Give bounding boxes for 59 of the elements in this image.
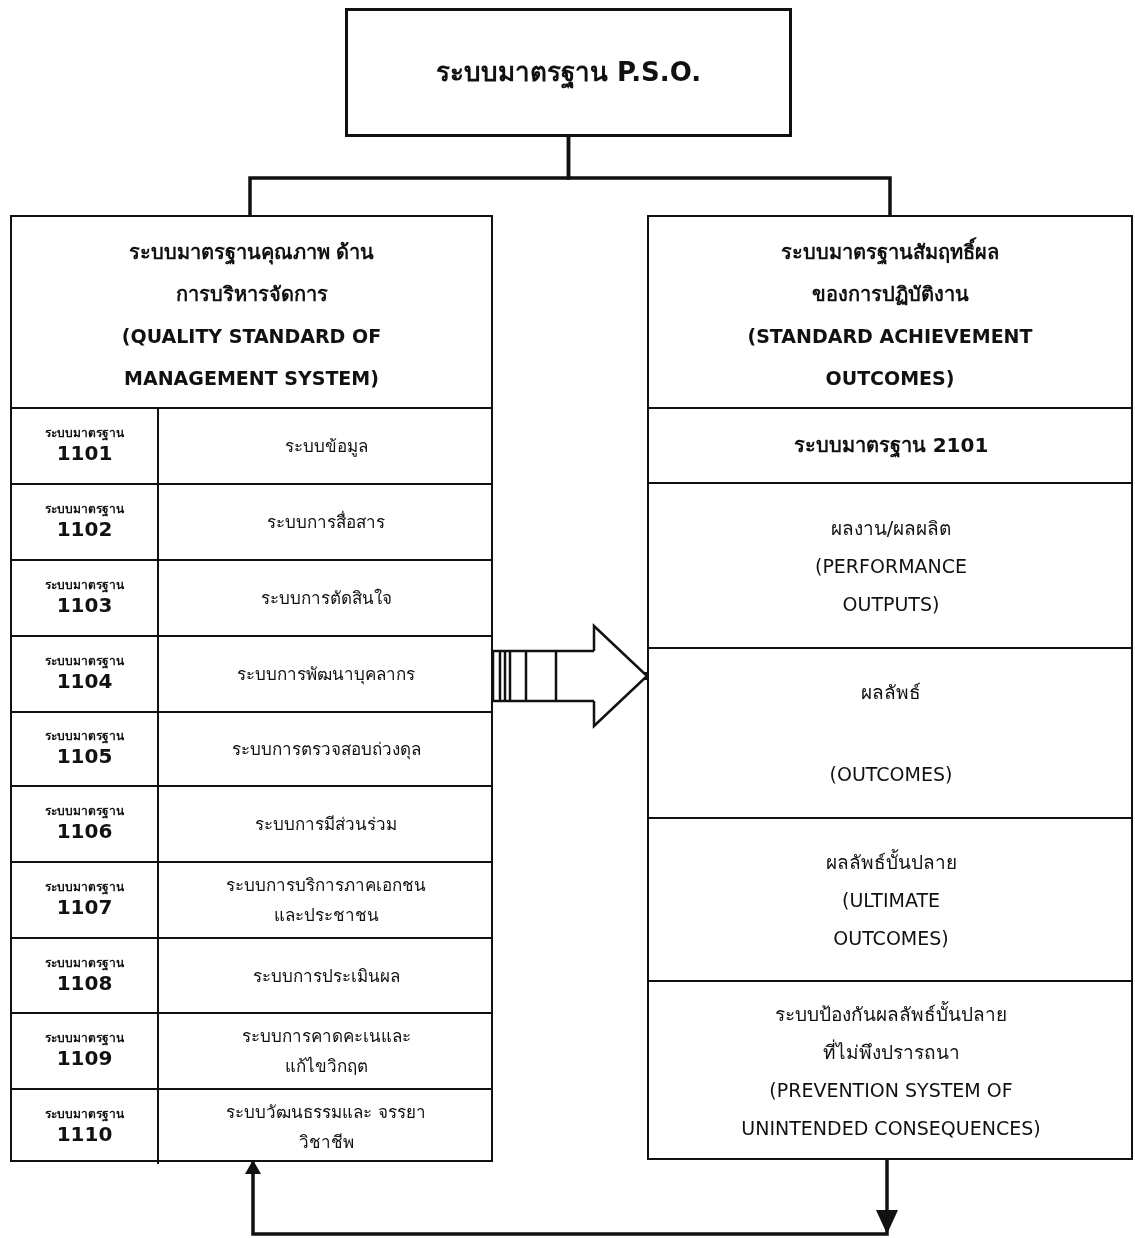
title-text: ระบบมาตรฐาน P.S.O. xyxy=(435,56,702,89)
standard-number: 1107 xyxy=(56,895,113,920)
system-name: ระบบการสื่อสาร xyxy=(267,509,385,534)
standard-label: ระบบมาตรฐาน xyxy=(45,1107,124,1122)
standard-label: ระบบมาตรฐาน xyxy=(45,804,124,819)
table-panel xyxy=(647,215,1133,1160)
table-panel xyxy=(10,215,493,1162)
outcome-name: ผลลัพธ์บั้นปลาย xyxy=(825,848,957,875)
panel-heading: ระบบมาตรฐานสัมฤทธิ์ผล ของการปฏิบัติงาน xyxy=(760,231,1020,315)
system-name: ระบบการพัฒนาบุคลากร xyxy=(237,663,415,687)
system-name: ระบบการตัดสินใจ xyxy=(260,587,392,610)
table-cell xyxy=(12,785,159,861)
standard-number: 1109 xyxy=(56,1046,113,1071)
outcome-name: (PREVENTION SYSTEM OF UNINTENDED CONSEQUENCES) xyxy=(741,1078,1041,1141)
connector-line xyxy=(566,137,892,215)
system-name: ระบบการประเมินผล xyxy=(252,964,400,988)
standard-number: 1103 xyxy=(56,593,113,618)
table-cell xyxy=(12,407,159,483)
system-name: ระบบข้อมูล xyxy=(284,435,368,459)
outcome-name: (PERFORMANCE OUTPUTS) xyxy=(813,553,968,617)
standard-label: ระบบมาตรฐาน 2101 xyxy=(793,433,989,458)
table-cell xyxy=(12,861,159,937)
outcome-name: ผลงาน/ผลผลิต xyxy=(830,515,952,541)
standard-number: 1105 xyxy=(56,744,113,769)
panel-heading: ระบบมาตรฐานคุณภาพ ด้านการบริหารจัดการ xyxy=(127,239,376,308)
panel-heading: (STANDARD ACHIEVEMENT OUTCOMES) xyxy=(746,324,1034,391)
table-cell xyxy=(12,937,159,1012)
system-name: ระบบการคาดคะเนและ แก้ไขวิกฤต xyxy=(240,1025,412,1078)
standard-number: 1102 xyxy=(56,517,113,542)
standard-label: ระบบมาตรฐาน xyxy=(45,880,124,895)
standard-label: ระบบมาตรฐาน xyxy=(45,1031,124,1046)
outcome-name: ระบบป้องกันผลลัพธ์บั้นปลาย ที่ไม่พึงปรารถนา xyxy=(774,1000,1008,1065)
standard-label: ระบบมาตรฐาน xyxy=(45,578,124,593)
table-cell xyxy=(12,635,159,711)
table-cell xyxy=(12,711,159,785)
system-name: ระบบการบริการภาคเอกชน และประชาชน xyxy=(225,874,427,927)
system-name: ระบบการตรวจสอบถ่วงดุล xyxy=(231,738,421,762)
standard-number: 1101 xyxy=(56,441,113,466)
standard-number: 1104 xyxy=(56,669,113,694)
standard-number: 1110 xyxy=(56,1122,113,1147)
system-name: ระบบวัฒนธรรมและ จรรยาวิชาชีพ xyxy=(225,1101,427,1154)
panel-heading: (QUALITY STANDARD OF MANAGEMENT SYSTEM) xyxy=(120,324,383,391)
standard-number: 1108 xyxy=(56,970,113,996)
outcome-name: (OUTCOMES) xyxy=(829,762,953,787)
outcome-name: (ULTIMATE OUTCOMES) xyxy=(832,887,950,951)
standard-label: ระบบมาตรฐาน xyxy=(45,426,124,441)
table-cell xyxy=(12,1088,159,1164)
standard-label: ระบบมาตรฐาน xyxy=(45,955,124,971)
outcome-name: ผลลัพธ์ xyxy=(861,680,921,705)
title-box xyxy=(345,8,792,137)
standard-label: ระบบมาตรฐาน xyxy=(45,502,124,517)
standard-label: ระบบมาตรฐาน xyxy=(45,729,124,744)
table-cell xyxy=(12,1012,159,1088)
standard-number: 1106 xyxy=(56,819,113,844)
standard-label: ระบบมาตรฐาน xyxy=(45,654,124,669)
arrow xyxy=(245,1160,898,1236)
system-name: ระบบการมีส่วนร่วม xyxy=(255,813,397,836)
table-cell xyxy=(12,559,159,635)
table-cell xyxy=(12,483,159,559)
